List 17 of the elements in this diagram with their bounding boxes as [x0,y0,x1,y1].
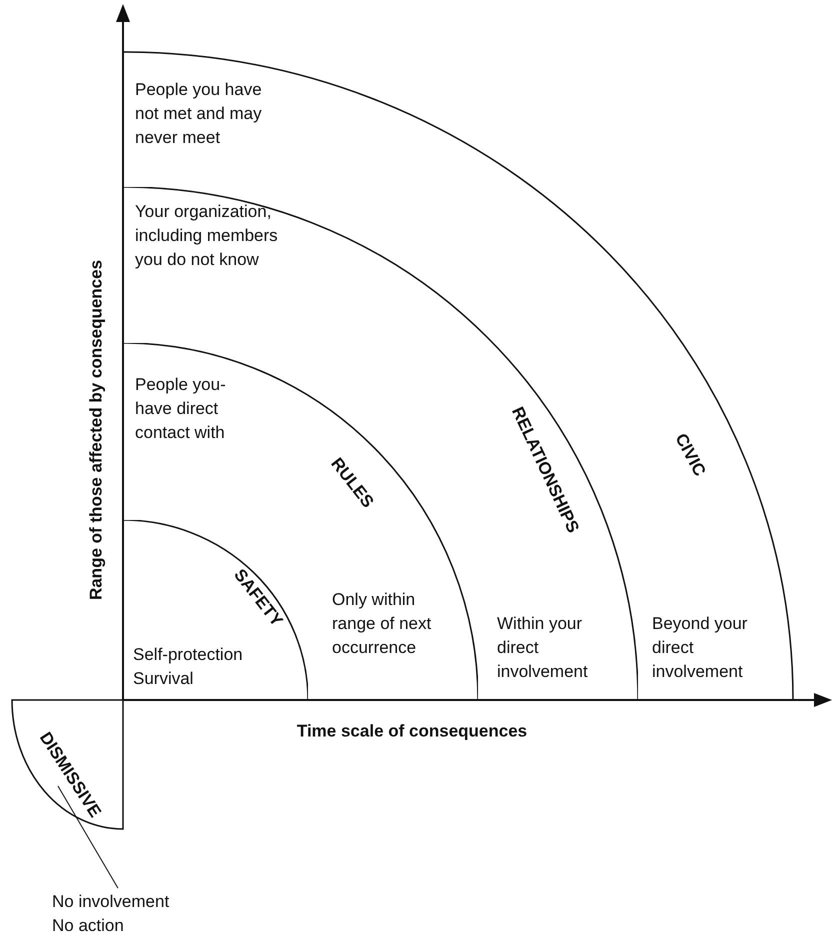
quarter-circle-zone [123,520,308,700]
quarter-circle-zone [123,52,793,700]
leader-line [57,786,118,889]
quarter-circle-zone [123,187,638,700]
zone-description: Beyond your direct involvement [652,613,748,683]
quarter-circle-zone [123,343,478,700]
zone-description: Within your direct involvement [497,613,589,683]
zone-description: People you- have direct contact with [135,374,227,444]
quarter-circle-zone [12,700,123,829]
zone-description: Your organization, including members you do not know [135,201,279,271]
axis-label: Range of those affected by consequences [85,260,106,600]
zone-description: Self-protection Survival [133,644,244,690]
zone-description: People you have not met and may never meet [135,79,263,149]
axis-label: Time scale of consequences [296,720,528,742]
zone-name: CIVIC [670,430,710,480]
zone-description: No involvement No action [52,891,170,937]
zone-description: Only within range of next occurrence [332,589,432,659]
